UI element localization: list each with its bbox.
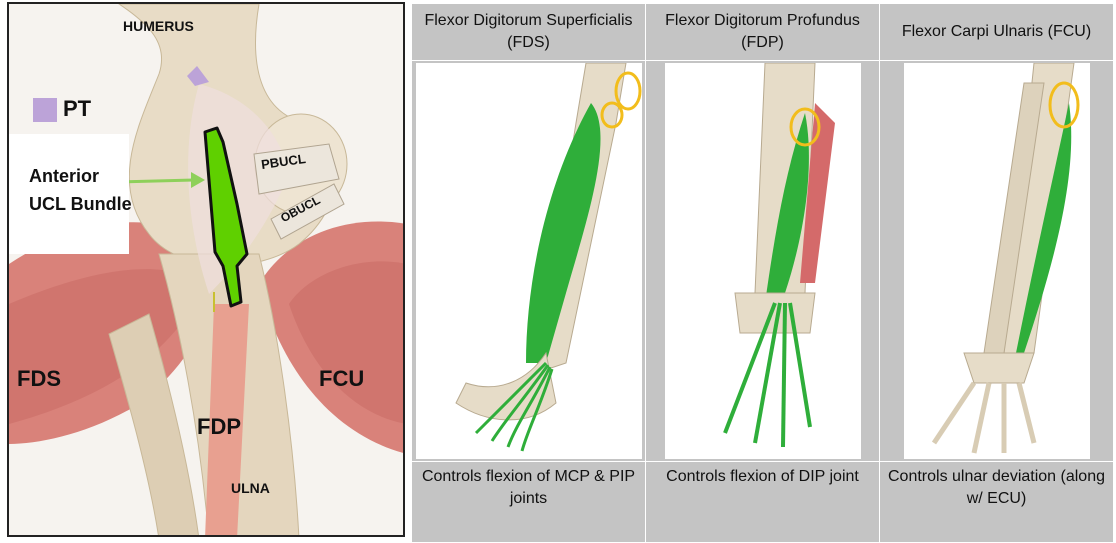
fcu-hand bbox=[964, 353, 1034, 383]
header-fdp: Flexor Digitorum Profundus (FDP) bbox=[646, 4, 880, 61]
fds-forearm-image bbox=[416, 63, 642, 459]
fdp-function: Controls flexion of DIP joint bbox=[646, 462, 880, 543]
table-header-row: Flexor Digitorum Superficialis (FDS) Fle… bbox=[412, 4, 1114, 61]
anterior-ucl-label: Anterior UCL Bundle bbox=[29, 162, 139, 218]
pt-label: PT bbox=[63, 96, 91, 122]
fcu-fingers bbox=[934, 383, 1034, 453]
fds-function: Controls flexion of MCP & PIP joints bbox=[412, 462, 646, 543]
table-image-row bbox=[412, 61, 1114, 462]
pt-legend-swatch bbox=[33, 98, 57, 122]
fds-forearm-drawing bbox=[416, 63, 642, 459]
fdp-image-cell bbox=[646, 61, 880, 462]
fdp-forearm-image bbox=[665, 63, 861, 459]
header-fcu: Flexor Carpi Ulnaris (FCU) bbox=[880, 4, 1114, 61]
fcu-image-cell bbox=[880, 61, 1114, 462]
table-function-row: Controls flexion of MCP & PIP joints Con… bbox=[412, 462, 1114, 543]
fds-image-cell bbox=[412, 61, 646, 462]
header-fds: Flexor Digitorum Superficialis (FDS) bbox=[412, 4, 646, 61]
fcu-label: FCU bbox=[319, 366, 364, 392]
humerus-label: HUMERUS bbox=[123, 18, 194, 34]
ulna-label: ULNA bbox=[231, 480, 270, 496]
fcu-forearm-image bbox=[904, 63, 1090, 459]
fds-label: FDS bbox=[17, 366, 61, 392]
elbow-diagram: HUMERUS PT Anterior UCL Bundle PBUCL OBU… bbox=[7, 2, 405, 537]
elbow-illustration bbox=[9, 4, 405, 537]
fdp-label: FDP bbox=[197, 414, 241, 440]
fcu-function: Controls ulnar deviation (along w/ ECU) bbox=[880, 462, 1114, 543]
fcu-forearm-drawing bbox=[904, 63, 1090, 459]
fdp-forearm-drawing bbox=[665, 63, 861, 459]
muscle-table: Flexor Digitorum Superficialis (FDS) Fle… bbox=[411, 3, 1114, 543]
